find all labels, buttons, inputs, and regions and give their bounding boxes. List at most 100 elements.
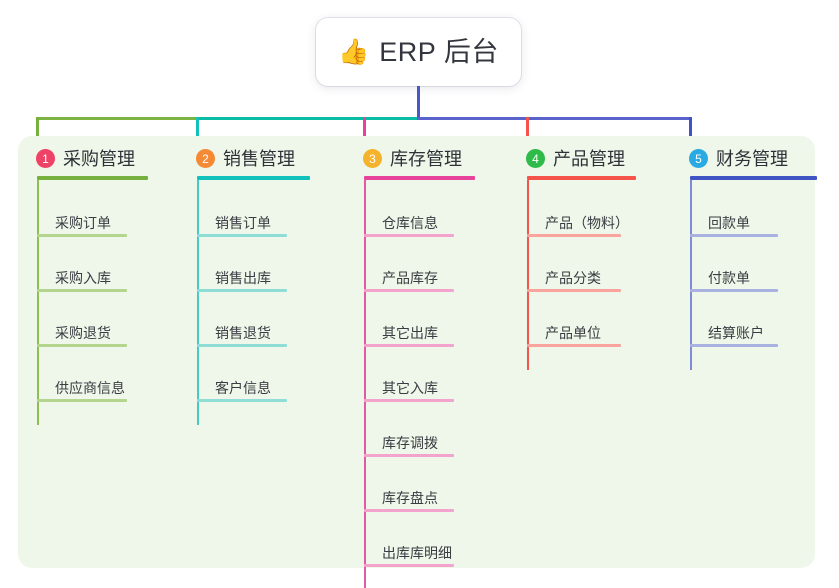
leaf-label: 产品单位 (545, 325, 601, 341)
column-badge-5: 5 (689, 149, 708, 168)
leaf-label: 结算账户 (708, 325, 764, 341)
leaf-label: 付款单 (708, 270, 750, 286)
bus-segment-2 (196, 117, 419, 120)
leaf-item[interactable]: 出库库明细 (364, 535, 454, 567)
leaf-rule (690, 234, 778, 237)
column-header-5[interactable]: 5 财务管理 (689, 149, 788, 168)
column-badge-4: 4 (526, 149, 545, 168)
leaf-label: 其它出库 (382, 325, 438, 341)
leaf-item[interactable]: 产品分类 (527, 260, 621, 292)
bus-segment-1 (36, 117, 196, 120)
column-title-4: 产品管理 (553, 148, 625, 169)
root-connector-stem (417, 86, 420, 120)
column-title-2: 销售管理 (223, 148, 295, 169)
column-title-5: 财务管理 (716, 148, 788, 169)
leaf-rule (197, 234, 287, 237)
column-title-1: 采购管理 (63, 148, 135, 169)
branches-panel (18, 136, 815, 568)
leaf-item[interactable]: 回款单 (690, 205, 778, 237)
leaf-rule (364, 234, 454, 237)
leaf-label: 库存调拨 (382, 435, 438, 451)
column-header-1[interactable]: 1 采购管理 (36, 149, 135, 168)
leaf-rule (37, 344, 127, 347)
column-badge-1: 1 (36, 149, 55, 168)
leaf-item[interactable]: 库存盘点 (364, 480, 454, 512)
column-1: 1 采购管理采购订单采购入库采购退货供应商信息 (18, 136, 178, 425)
leaf-item[interactable]: 其它入库 (364, 370, 454, 402)
column-stem-3 (364, 180, 366, 588)
column-stem-5 (690, 180, 692, 370)
column-5: 5 财务管理回款单付款单结算账户 (671, 136, 831, 370)
leaf-rule (364, 509, 454, 512)
leaf-rule (364, 399, 454, 402)
column-4: 4 产品管理产品（物料） 产品分类产品单位 (508, 136, 668, 370)
leaf-rule (197, 289, 287, 292)
leaf-rule (197, 399, 287, 402)
leaf-label: 采购退货 (55, 325, 111, 341)
leaf-label: 销售订单 (215, 215, 271, 231)
leaf-rule (37, 399, 127, 402)
leaf-rule (364, 344, 454, 347)
column-rule-4 (527, 176, 636, 180)
leaf-rule (364, 564, 454, 567)
leaf-rule (37, 289, 127, 292)
column-rule-3 (364, 176, 475, 180)
leaf-label: 采购订单 (55, 215, 111, 231)
column-rule-5 (690, 176, 817, 180)
column-header-2[interactable]: 2 销售管理 (196, 149, 295, 168)
column-header-3[interactable]: 3 库存管理 (363, 149, 462, 168)
leaf-item[interactable]: 产品单位 (527, 315, 621, 347)
leaf-rule (690, 289, 778, 292)
root-node[interactable]: 👍 ERP 后台 (316, 18, 521, 86)
leaf-item[interactable]: 采购订单 (37, 205, 127, 237)
leaf-label: 供应商信息 (55, 380, 125, 396)
leaf-label: 出库库明细 (382, 545, 452, 561)
leaf-item[interactable]: 客户信息 (197, 370, 287, 402)
leaf-rule (364, 289, 454, 292)
column-stem-4 (527, 180, 529, 370)
leaf-item[interactable]: 销售出库 (197, 260, 287, 292)
root-node-label: ERP 后台 (379, 36, 499, 67)
leaf-rule (364, 454, 454, 457)
leaf-label: 其它入库 (382, 380, 438, 396)
leaf-label: 库存盘点 (382, 490, 438, 506)
leaf-label: 产品（物料） (545, 215, 629, 231)
leaf-label: 销售出库 (215, 270, 271, 286)
column-badge-2: 2 (196, 149, 215, 168)
leaf-item[interactable]: 销售订单 (197, 205, 287, 237)
column-rule-1 (37, 176, 148, 180)
bus-segment-3 (417, 117, 692, 120)
column-2: 2 销售管理销售订单销售出库销售退货客户信息 (178, 136, 338, 425)
leaf-label: 客户信息 (215, 380, 271, 396)
leaf-item[interactable]: 仓库信息 (364, 205, 454, 237)
leaf-item[interactable]: 产品（物料） (527, 205, 629, 237)
leaf-rule (37, 234, 127, 237)
leaf-item[interactable]: 采购退货 (37, 315, 127, 347)
leaf-item[interactable]: 供应商信息 (37, 370, 127, 402)
column-stem-2 (197, 180, 199, 425)
leaf-item[interactable]: 产品库存 (364, 260, 454, 292)
column-rule-2 (197, 176, 310, 180)
leaf-label: 回款单 (708, 215, 750, 231)
column-header-4[interactable]: 4 产品管理 (526, 149, 625, 168)
leaf-item[interactable]: 结算账户 (690, 315, 778, 347)
leaf-label: 采购入库 (55, 270, 111, 286)
leaf-label: 产品分类 (545, 270, 601, 286)
leaf-rule (690, 344, 778, 347)
leaf-item[interactable]: 采购入库 (37, 260, 127, 292)
leaf-item[interactable]: 库存调拨 (364, 425, 454, 457)
column-3: 3 库存管理仓库信息产品库存其它出库其它入库库存调拨库存盘点出库库明细 (345, 136, 505, 588)
leaf-rule (527, 289, 621, 292)
leaf-label: 销售退货 (215, 325, 271, 341)
leaf-item[interactable]: 销售退货 (197, 315, 287, 347)
leaf-item[interactable]: 其它出库 (364, 315, 454, 347)
leaf-label: 产品库存 (382, 270, 438, 286)
column-badge-3: 3 (363, 149, 382, 168)
leaf-label: 仓库信息 (382, 215, 438, 231)
column-title-3: 库存管理 (390, 148, 462, 169)
leaf-rule (527, 234, 621, 237)
leaf-item[interactable]: 付款单 (690, 260, 778, 292)
column-stem-1 (37, 180, 39, 425)
leaf-rule (527, 344, 621, 347)
